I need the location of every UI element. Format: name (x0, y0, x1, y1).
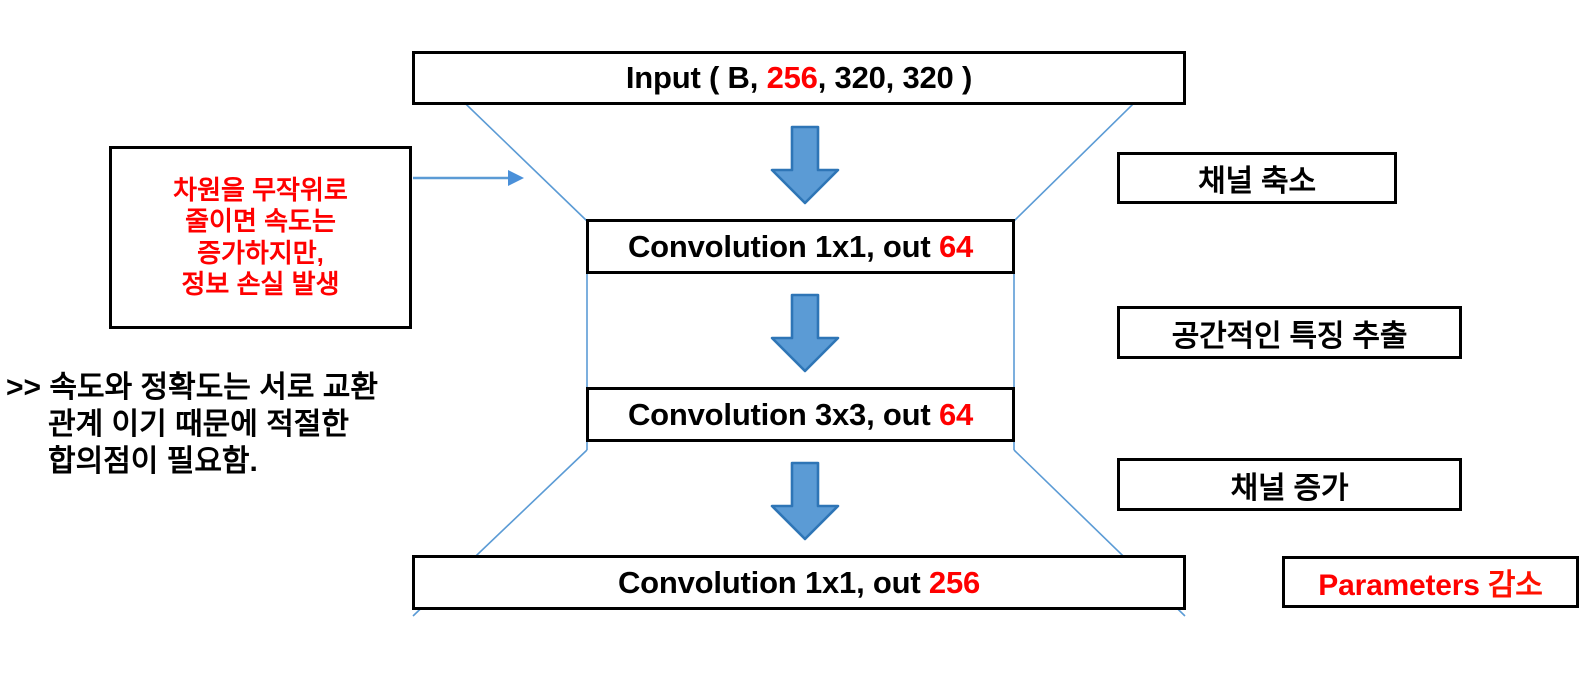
stage-box-conv3x3[interactable]: Convolution 3x3, out 64 (586, 387, 1015, 442)
tradeoff-text-block: >> 속도와 정확도는 서로 교환 관계 이기 때문에 적절한 합의점이 필요함… (6, 370, 378, 481)
side-label-channel-increase-text: 채널 증가 (1230, 471, 1349, 505)
tradeoff-text-line-1: >> 속도와 정확도는 서로 교환 (6, 371, 378, 404)
arrow-conv3-to-conv1b (770, 461, 840, 541)
side-label-parameters-decrease-text: Parameters 감소 (1318, 569, 1543, 602)
warning-note-line-1: 차원을 무작위로 (173, 175, 348, 206)
side-label-parameters-decrease[interactable]: Parameters 감소 (1282, 556, 1579, 608)
stage-box-conv1x1-reduce[interactable]: Convolution 1x1, out 64 (586, 219, 1015, 274)
stage-box-conv1x1-expand[interactable]: Convolution 1x1, out 256 (412, 555, 1186, 610)
stage-label-conv1x1-expand: Convolution 1x1, out 256 (617, 564, 981, 600)
side-label-spatial-feature-text: 공간적인 특징 추출 (1171, 319, 1408, 353)
arrow-input-to-conv1 (770, 125, 840, 205)
stage-label-input: Input ( B, 256, 320, 320 ) (625, 60, 973, 95)
side-label-channel-increase[interactable]: 채널 증가 (1117, 458, 1462, 511)
stage-label-conv1x1-reduce: Convolution 1x1, out 64 (627, 228, 974, 264)
warning-note-line-4: 정보 손실 발생 (181, 268, 340, 299)
side-label-channel-reduce[interactable]: 채널 축소 (1117, 152, 1397, 204)
tradeoff-text-line-2: 관계 이기 때문에 적절한 (48, 407, 350, 441)
tradeoff-text-line-3: 합의점이 필요함. (48, 444, 258, 478)
warning-pointer-arrow (413, 170, 524, 186)
stage-label-conv3x3: Convolution 3x3, out 64 (627, 396, 974, 432)
arrow-conv1-to-conv3 (770, 293, 840, 373)
side-label-channel-reduce-text: 채널 축소 (1198, 165, 1316, 198)
side-label-spatial-feature[interactable]: 공간적인 특징 추출 (1117, 306, 1462, 359)
warning-note-line-2: 줄이면 속도는 (185, 206, 336, 237)
warning-note-box[interactable]: 차원을 무작위로 줄이면 속도는 증가하지만, 정보 손실 발생 (109, 146, 412, 329)
warning-note-line-3: 증가하지만, (197, 237, 324, 268)
stage-box-input[interactable]: Input ( B, 256, 320, 320 ) (412, 51, 1186, 105)
